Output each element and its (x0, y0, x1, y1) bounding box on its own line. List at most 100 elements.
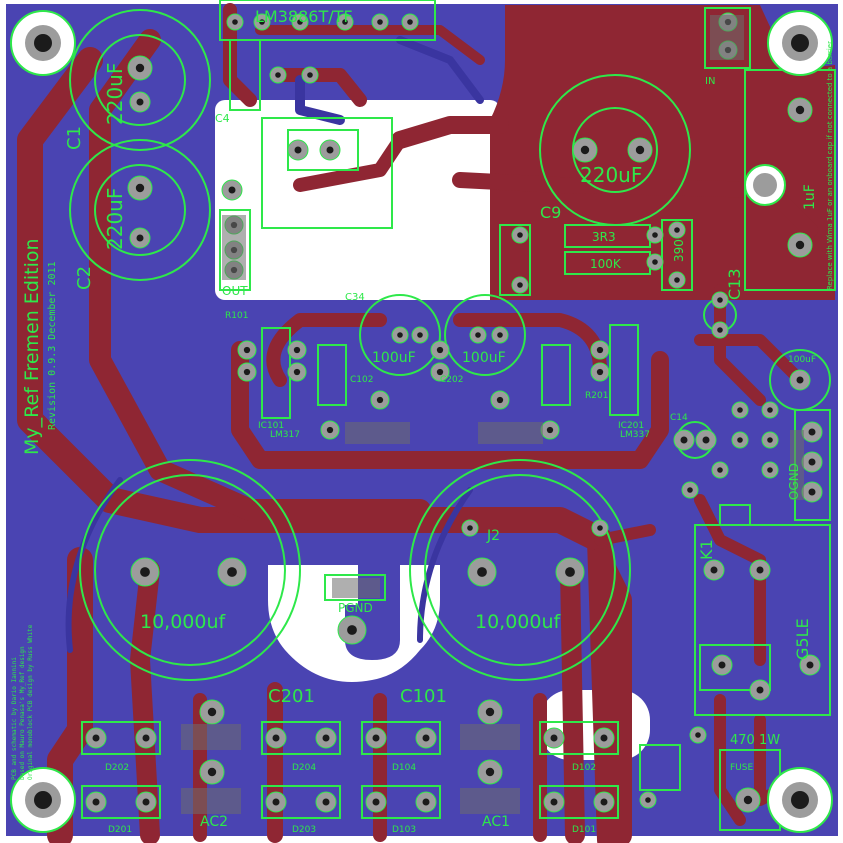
label-d202: D202 (105, 763, 129, 773)
label-res-3r3: 3R3 (592, 230, 616, 244)
label-c1: C1 (64, 126, 85, 150)
drill-hole (596, 346, 604, 354)
drill-hole (436, 368, 444, 376)
label-c102: C102 (350, 375, 373, 385)
label-d203: D203 (292, 825, 316, 835)
drill-hole (517, 282, 523, 288)
drill-hole (228, 186, 236, 194)
drill-hole (372, 734, 380, 742)
label-c13: C13 (725, 268, 744, 300)
label-title: My_Ref Fremen Edition (21, 238, 43, 455)
drill-hole (808, 488, 816, 496)
drill-hole (580, 145, 590, 155)
label-c4: C4 (215, 112, 230, 125)
drill-hole (207, 767, 217, 777)
label-cap-220-right: 220uF (580, 163, 642, 187)
drill-hole (743, 795, 753, 805)
label-c101: C101 (400, 686, 447, 707)
smd-pad (460, 724, 520, 750)
drill-hole (92, 734, 100, 742)
smd-pad (710, 15, 744, 60)
smd-pad (478, 422, 543, 444)
drill-hole (695, 732, 701, 738)
drill-hole (795, 240, 805, 250)
label-k1: K1 (697, 539, 716, 560)
label-ogndd: OGND (787, 463, 801, 500)
drill-hole (397, 332, 403, 338)
label-cap-100uf-right: 100uF (462, 350, 506, 366)
drill-hole (407, 19, 413, 25)
drill-hole (135, 183, 145, 193)
label-revision: Revision 0.9.3 December 2011 (47, 261, 58, 430)
drill-hole (808, 428, 816, 436)
label-c9: C9 (540, 203, 561, 222)
drill-hole (272, 734, 280, 742)
drill-hole (652, 259, 658, 265)
label-c34: C34 (345, 292, 365, 303)
drill-hole (136, 98, 144, 106)
drill-hole (600, 734, 608, 742)
drill-hole (347, 625, 357, 635)
silkscreen-outlines (69, 0, 836, 831)
smd-pad (181, 788, 241, 814)
drill-hole (377, 19, 383, 25)
label-cap-10000-right: 10,000uf (475, 611, 562, 633)
drill-hole (600, 798, 608, 806)
label-value-1uf: 1uF (802, 184, 818, 210)
drill-hole (497, 332, 503, 338)
label-cap-100uf-left: 100uF (372, 350, 416, 366)
drill-hole (550, 734, 558, 742)
label-cap-220-c1: 220uF (103, 63, 127, 125)
drill-hole (275, 72, 281, 78)
label-res-390: 390 (672, 239, 686, 262)
label-d204: D204 (292, 763, 316, 773)
label-d101: D101 (572, 825, 596, 835)
drill-hole (737, 437, 743, 443)
drill-hole (767, 467, 773, 473)
drill-hole (232, 19, 238, 25)
drill-hole (326, 146, 334, 154)
drill-hole (702, 436, 710, 444)
drill-hole (710, 566, 718, 574)
silkscreen-text: LM3886T/TF 220uF 220uF C1 C2 C4 220uF C9… (11, 7, 834, 835)
label-value-100uf: 100uF (788, 355, 816, 365)
drill-hole (597, 525, 603, 531)
drill-hole (806, 661, 814, 669)
drill-hole (756, 686, 764, 694)
drill-hole (674, 227, 680, 233)
drill-hole (496, 396, 504, 404)
drill-hole (293, 346, 301, 354)
label-credit-1: PCB and schematic by Dario Iannini (11, 657, 18, 780)
drill-hole (135, 63, 145, 73)
drill-hole (326, 426, 334, 434)
label-c202: C202 (440, 375, 463, 385)
label-c2: C2 (74, 266, 95, 290)
drill-hole (565, 567, 575, 577)
drill-hole (422, 734, 430, 742)
drill-hole (475, 332, 481, 338)
smd-pad (332, 578, 380, 598)
drill-hole (422, 798, 430, 806)
drill-hole (227, 567, 237, 577)
smd-pad (345, 422, 410, 444)
smd-pad (790, 430, 804, 500)
smd-pad (222, 215, 246, 280)
drill-hole (342, 19, 348, 25)
label-in: IN (705, 76, 715, 87)
bottom-copper-traces (65, 36, 484, 653)
label-cap-10000-left: 10,000uf (140, 611, 227, 633)
drill-hole (467, 525, 473, 531)
label-r101: R101 (225, 311, 248, 321)
label-res-100k: 100K (590, 257, 622, 271)
drill-hole (259, 19, 265, 25)
label-r201: R201 (585, 391, 608, 401)
drill-hole (737, 407, 743, 413)
drill-hole (477, 567, 487, 577)
label-ic201: IC201 (618, 421, 644, 431)
drill-hole (717, 467, 723, 473)
label-lm337: LM337 (620, 430, 650, 440)
mounting-holes (10, 10, 833, 833)
drill-hole (207, 707, 217, 717)
drill-hole (322, 734, 330, 742)
